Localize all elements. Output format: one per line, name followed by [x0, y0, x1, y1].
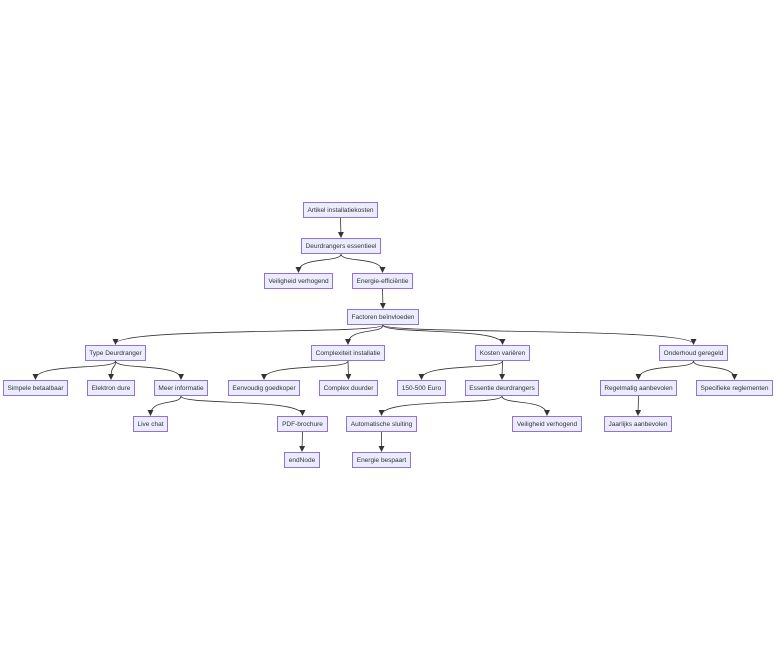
edge-factoren-to-onderhoud — [382, 324, 697, 345]
edge-deurdrangers-to-veiligheid1 — [295, 253, 342, 273]
node-automatische-sluiting: Automatische sluiting — [346, 416, 417, 432]
node-kosten-varieren: Kosten variëren — [475, 345, 530, 361]
node-pdf-brochure: PDF-brochure — [277, 416, 328, 432]
node-type-deurdranger: Type Deurdranger — [85, 345, 146, 361]
node-veiligheid-verhogend-2: Veiligheid verhogend — [512, 416, 582, 432]
edge-type-to-elektron — [108, 360, 116, 380]
edge-energie_eff-to-factoren — [379, 288, 386, 309]
edge-onderhoud-to-specifieke — [693, 360, 738, 380]
edge-factoren-to-kosten — [382, 324, 506, 345]
node-jaarlijks-aanbevolen: Jaarlijks aanbevolen — [604, 416, 672, 432]
node-energie-efficientie: Energie-efficiëntie — [352, 273, 413, 289]
node-live-chat: Live chat — [133, 416, 168, 432]
node-regelmatig-aanbevolen: Regelmatig aanbevolen — [600, 380, 677, 396]
edge-essentie-to-veiligheid2 — [501, 395, 550, 416]
node-complexiteit-installatie: Complexiteit installatie — [311, 345, 385, 361]
edge-deurdrangers-to-energie_eff — [340, 253, 386, 273]
edge-essentie-to-automatische — [378, 395, 503, 416]
node-meer-informatie: Meer informatie — [154, 380, 208, 396]
edge-complexiteit-to-complex_duurder — [345, 360, 352, 380]
node-onderhoud-geregeld: Onderhoud geregeld — [659, 345, 728, 361]
edge-factoren-to-complexiteit — [345, 324, 384, 345]
edge-regelmatig-to-jaarlijks — [635, 395, 642, 416]
edge-kosten-to-essentie — [499, 360, 506, 380]
node-deurdrangers-essentieel: Deurdrangers essentieel — [301, 238, 381, 254]
edge-type-to-simpele — [32, 360, 116, 380]
node-endnode: endNode — [284, 452, 320, 468]
edge-onderhoud-to-regelmatig — [635, 360, 694, 380]
node-complex-duurder: Complex duurder — [319, 380, 378, 396]
node-150-500-euro: 150-500 Euro — [397, 380, 446, 396]
node-simpele-betaalbaar: Simpele betaalbaar — [3, 380, 68, 396]
edge-artikel-to-deurdrangers — [337, 217, 344, 238]
node-artikel-installatiekosten: Artikel installatiekosten — [303, 202, 378, 218]
node-essentie-deurdrangers: Essentie deurdrangers — [465, 380, 539, 396]
node-factoren-beinvloeden: Factoren beïnvloeden — [347, 309, 419, 325]
node-energie-bespaart: Energie bespaart — [352, 452, 411, 468]
edge-meer_info-to-pdf — [180, 395, 306, 416]
node-veiligheid-verhogend: Veiligheid verhogend — [264, 273, 333, 289]
edge-type-to-meer_info — [115, 360, 184, 380]
edge-kosten-to-euro — [418, 360, 503, 380]
node-elektron-dure: Elektron dure — [87, 380, 135, 396]
edge-complexiteit-to-eenvoudig — [261, 360, 349, 380]
edge-factoren-to-type — [112, 324, 384, 345]
edge-pdf-to-endnode — [299, 431, 306, 452]
node-specifieke-reglementen: Specifieke reglementen — [696, 380, 773, 396]
node-eenvoudig-goedkoper: Eenvoudig goedkoper — [228, 380, 300, 396]
edge-meer_info-to-live_chat — [147, 395, 182, 416]
